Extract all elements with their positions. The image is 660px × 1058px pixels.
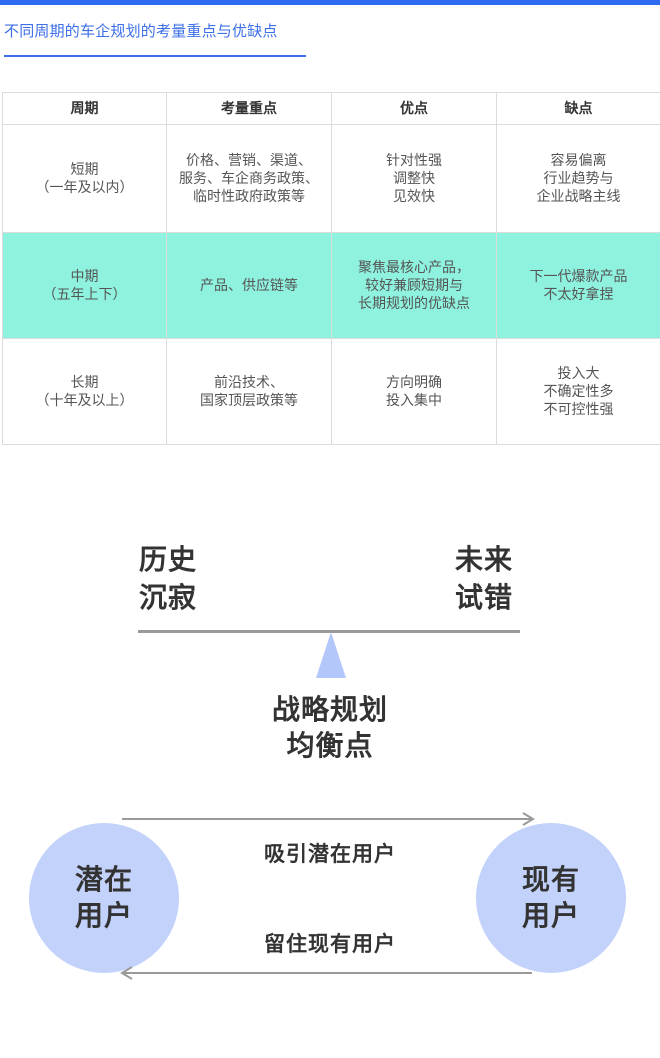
- potential-users-line1: 潜在: [74, 863, 133, 896]
- table-row: 长期 （十年及以上） 前沿技术、 国家顶层政策等 方向明确 投入集中 投入大 不…: [2, 338, 660, 445]
- title-underline: [4, 55, 306, 57]
- future-line2: 试错: [455, 581, 514, 614]
- arrow-left-icon: [120, 966, 532, 980]
- cell-period: 中期 （五年上下）: [2, 232, 167, 339]
- cell-period: 短期 （一年及以内）: [2, 124, 167, 233]
- cell-pros: 方向明确 投入集中: [331, 338, 497, 445]
- balance-point-line1: 战略规划: [271, 693, 388, 726]
- existing-users-line2: 用户: [521, 899, 580, 932]
- header-period: 周期: [2, 92, 167, 125]
- cell-pros: 针对性强 调整快 见效快: [331, 124, 497, 233]
- cell-period: 长期 （十年及以上）: [2, 338, 167, 445]
- existing-users-text: 现有 用户: [522, 862, 580, 934]
- existing-users-line1: 现有: [521, 863, 580, 896]
- attract-potential-users-label: 吸引潜在用户: [264, 842, 396, 866]
- table-row: 短期 （一年及以内） 价格、营销、渠道、 服务、车企商务政策、 临时性政府政策等…: [2, 124, 660, 233]
- cell-cons: 投入大 不确定性多 不可控性强: [496, 338, 660, 445]
- existing-users-circle: 现有 用户: [476, 823, 626, 973]
- history-label: 历史 沉寂: [139, 541, 197, 617]
- potential-users-text: 潜在 用户: [75, 862, 133, 934]
- header-cons: 缺点: [496, 92, 660, 125]
- cell-focus: 价格、营销、渠道、 服务、车企商务政策、 临时性政府政策等: [166, 124, 332, 233]
- planning-period-table: 周期 考量重点 优点 缺点 短期 （一年及以内） 价格、营销、渠道、 服务、车企…: [2, 92, 660, 445]
- potential-users-circle: 潜在 用户: [29, 823, 179, 973]
- future-line1: 未来: [455, 543, 514, 576]
- arrow-right-icon: [122, 812, 535, 826]
- future-label: 未来 试错: [455, 541, 513, 617]
- balance-point-line2: 均衡点: [286, 729, 374, 762]
- history-line1: 历史: [139, 543, 198, 576]
- page-title: 不同周期的车企规划的考量重点与优缺点: [4, 22, 278, 40]
- retain-existing-users-label: 留住现有用户: [264, 932, 396, 956]
- cell-pros: 聚焦最核心产品， 较好兼顾短期与 长期规划的优缺点: [331, 232, 497, 339]
- cell-focus: 前沿技术、 国家顶层政策等: [166, 338, 332, 445]
- table-header-row: 周期 考量重点 优点 缺点: [2, 92, 660, 125]
- table-row-highlighted: 中期 （五年上下） 产品、供应链等 聚焦最核心产品， 较好兼顾短期与 长期规划的…: [2, 232, 660, 339]
- balance-beam: [138, 630, 520, 633]
- cell-cons: 容易偏离 行业趋势与 企业战略主线: [496, 124, 660, 233]
- cell-cons: 下一代爆款产品 不太好拿捏: [496, 232, 660, 339]
- cell-focus: 产品、供应链等: [166, 232, 332, 339]
- fulcrum-triangle-icon: [316, 632, 346, 678]
- potential-users-line2: 用户: [74, 899, 133, 932]
- balance-point-label: 战略规划 均衡点: [265, 692, 395, 764]
- top-accent-bar: [0, 0, 660, 5]
- history-line2: 沉寂: [139, 581, 198, 614]
- header-pros: 优点: [331, 92, 497, 125]
- header-focus: 考量重点: [166, 92, 332, 125]
